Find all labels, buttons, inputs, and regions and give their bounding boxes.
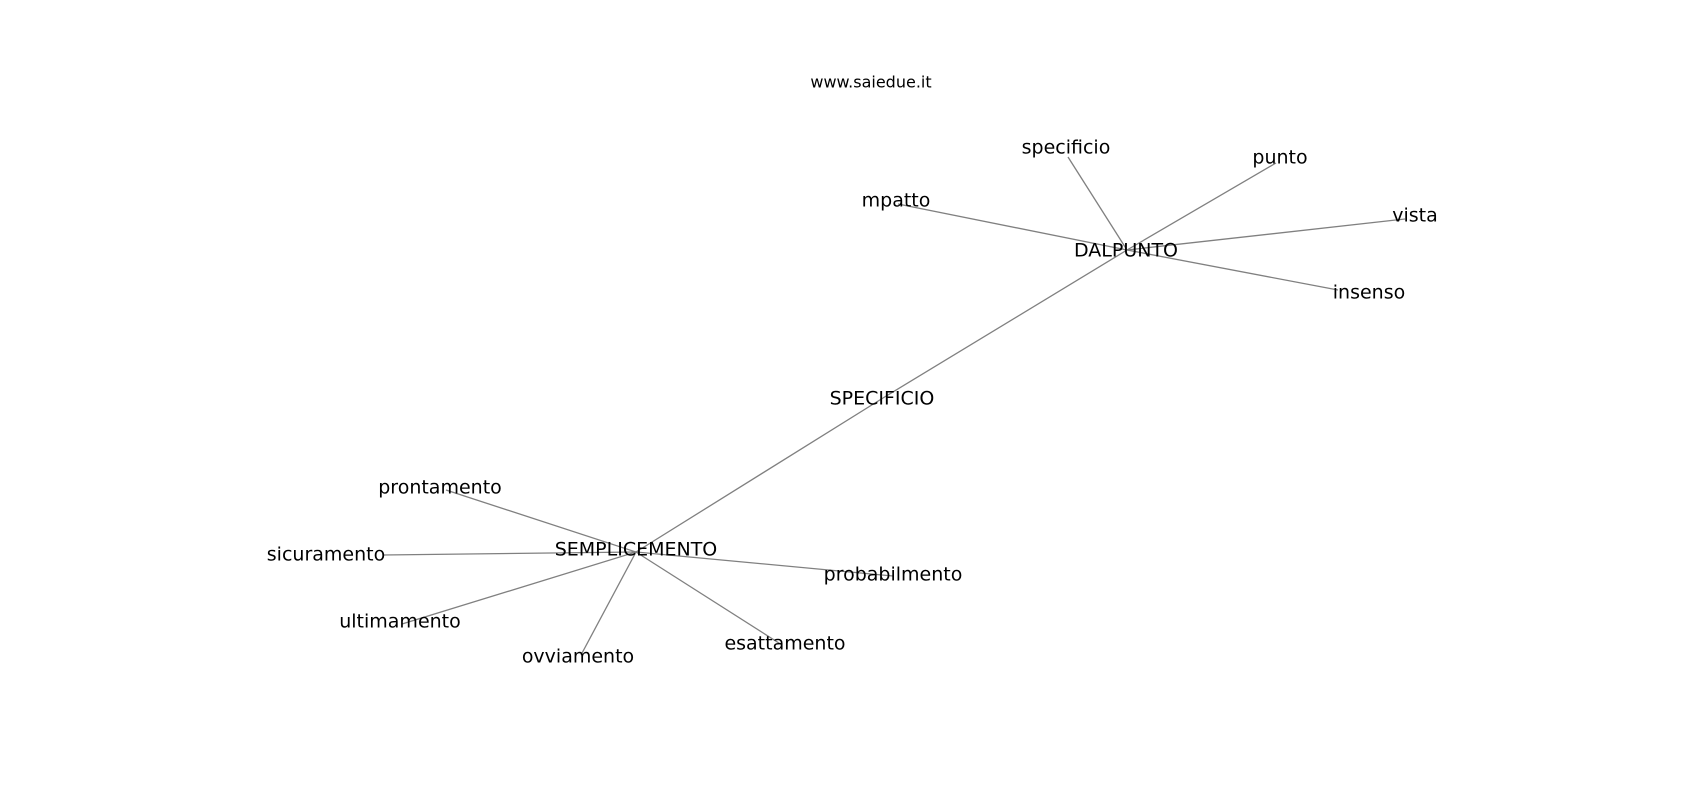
edge-semplicemento-sicuramento xyxy=(382,551,637,556)
node-label-mpatto: mpatto xyxy=(862,190,931,212)
edge-specificio-semplicemento xyxy=(635,397,884,553)
edge-dalpunto-specificio xyxy=(1067,156,1128,251)
edge-dalpunto-mpatto xyxy=(897,203,1128,251)
node-label-ovviamento: ovviamento xyxy=(522,646,634,668)
node-label-punto: punto xyxy=(1252,147,1307,169)
node-label-specificio: specificio xyxy=(1022,137,1111,159)
node-label-esattamento: esattamento xyxy=(724,633,845,655)
node-label-vista: vista xyxy=(1392,205,1438,227)
node-label-sicuramento: sicuramento xyxy=(267,544,385,566)
node-label-ultimamento: ultimamento xyxy=(339,611,461,633)
edge-semplicemento-ultimamento xyxy=(401,551,637,625)
edge-semplicemento-prontamento xyxy=(445,489,637,553)
node-label-insenso: insenso xyxy=(1333,282,1405,304)
node-label-semplicemento: SEMPLICEMENTO xyxy=(555,539,718,561)
edges-layer xyxy=(382,156,1406,656)
node-label-specificio: SPECIFICIO xyxy=(830,388,935,410)
node-label-prontamento: prontamento xyxy=(378,477,502,499)
edge-dalpunto-specificio xyxy=(882,249,1128,399)
node-label-dalpunto: DALPUNTO xyxy=(1074,240,1178,262)
edge-semplicemento-esattamento xyxy=(635,551,783,646)
edge-dalpunto-punto xyxy=(1126,162,1277,251)
node-label-probabilmento: probabilmento xyxy=(824,564,963,586)
site-url-label: www.saiedue.it xyxy=(810,73,931,92)
edge-semplicemento-ovviamento xyxy=(580,551,637,656)
edge-semplicemento-probabilmento xyxy=(635,551,894,577)
edge-dalpunto-insenso xyxy=(1126,249,1339,291)
edge-dalpunto-vista xyxy=(1126,218,1406,251)
